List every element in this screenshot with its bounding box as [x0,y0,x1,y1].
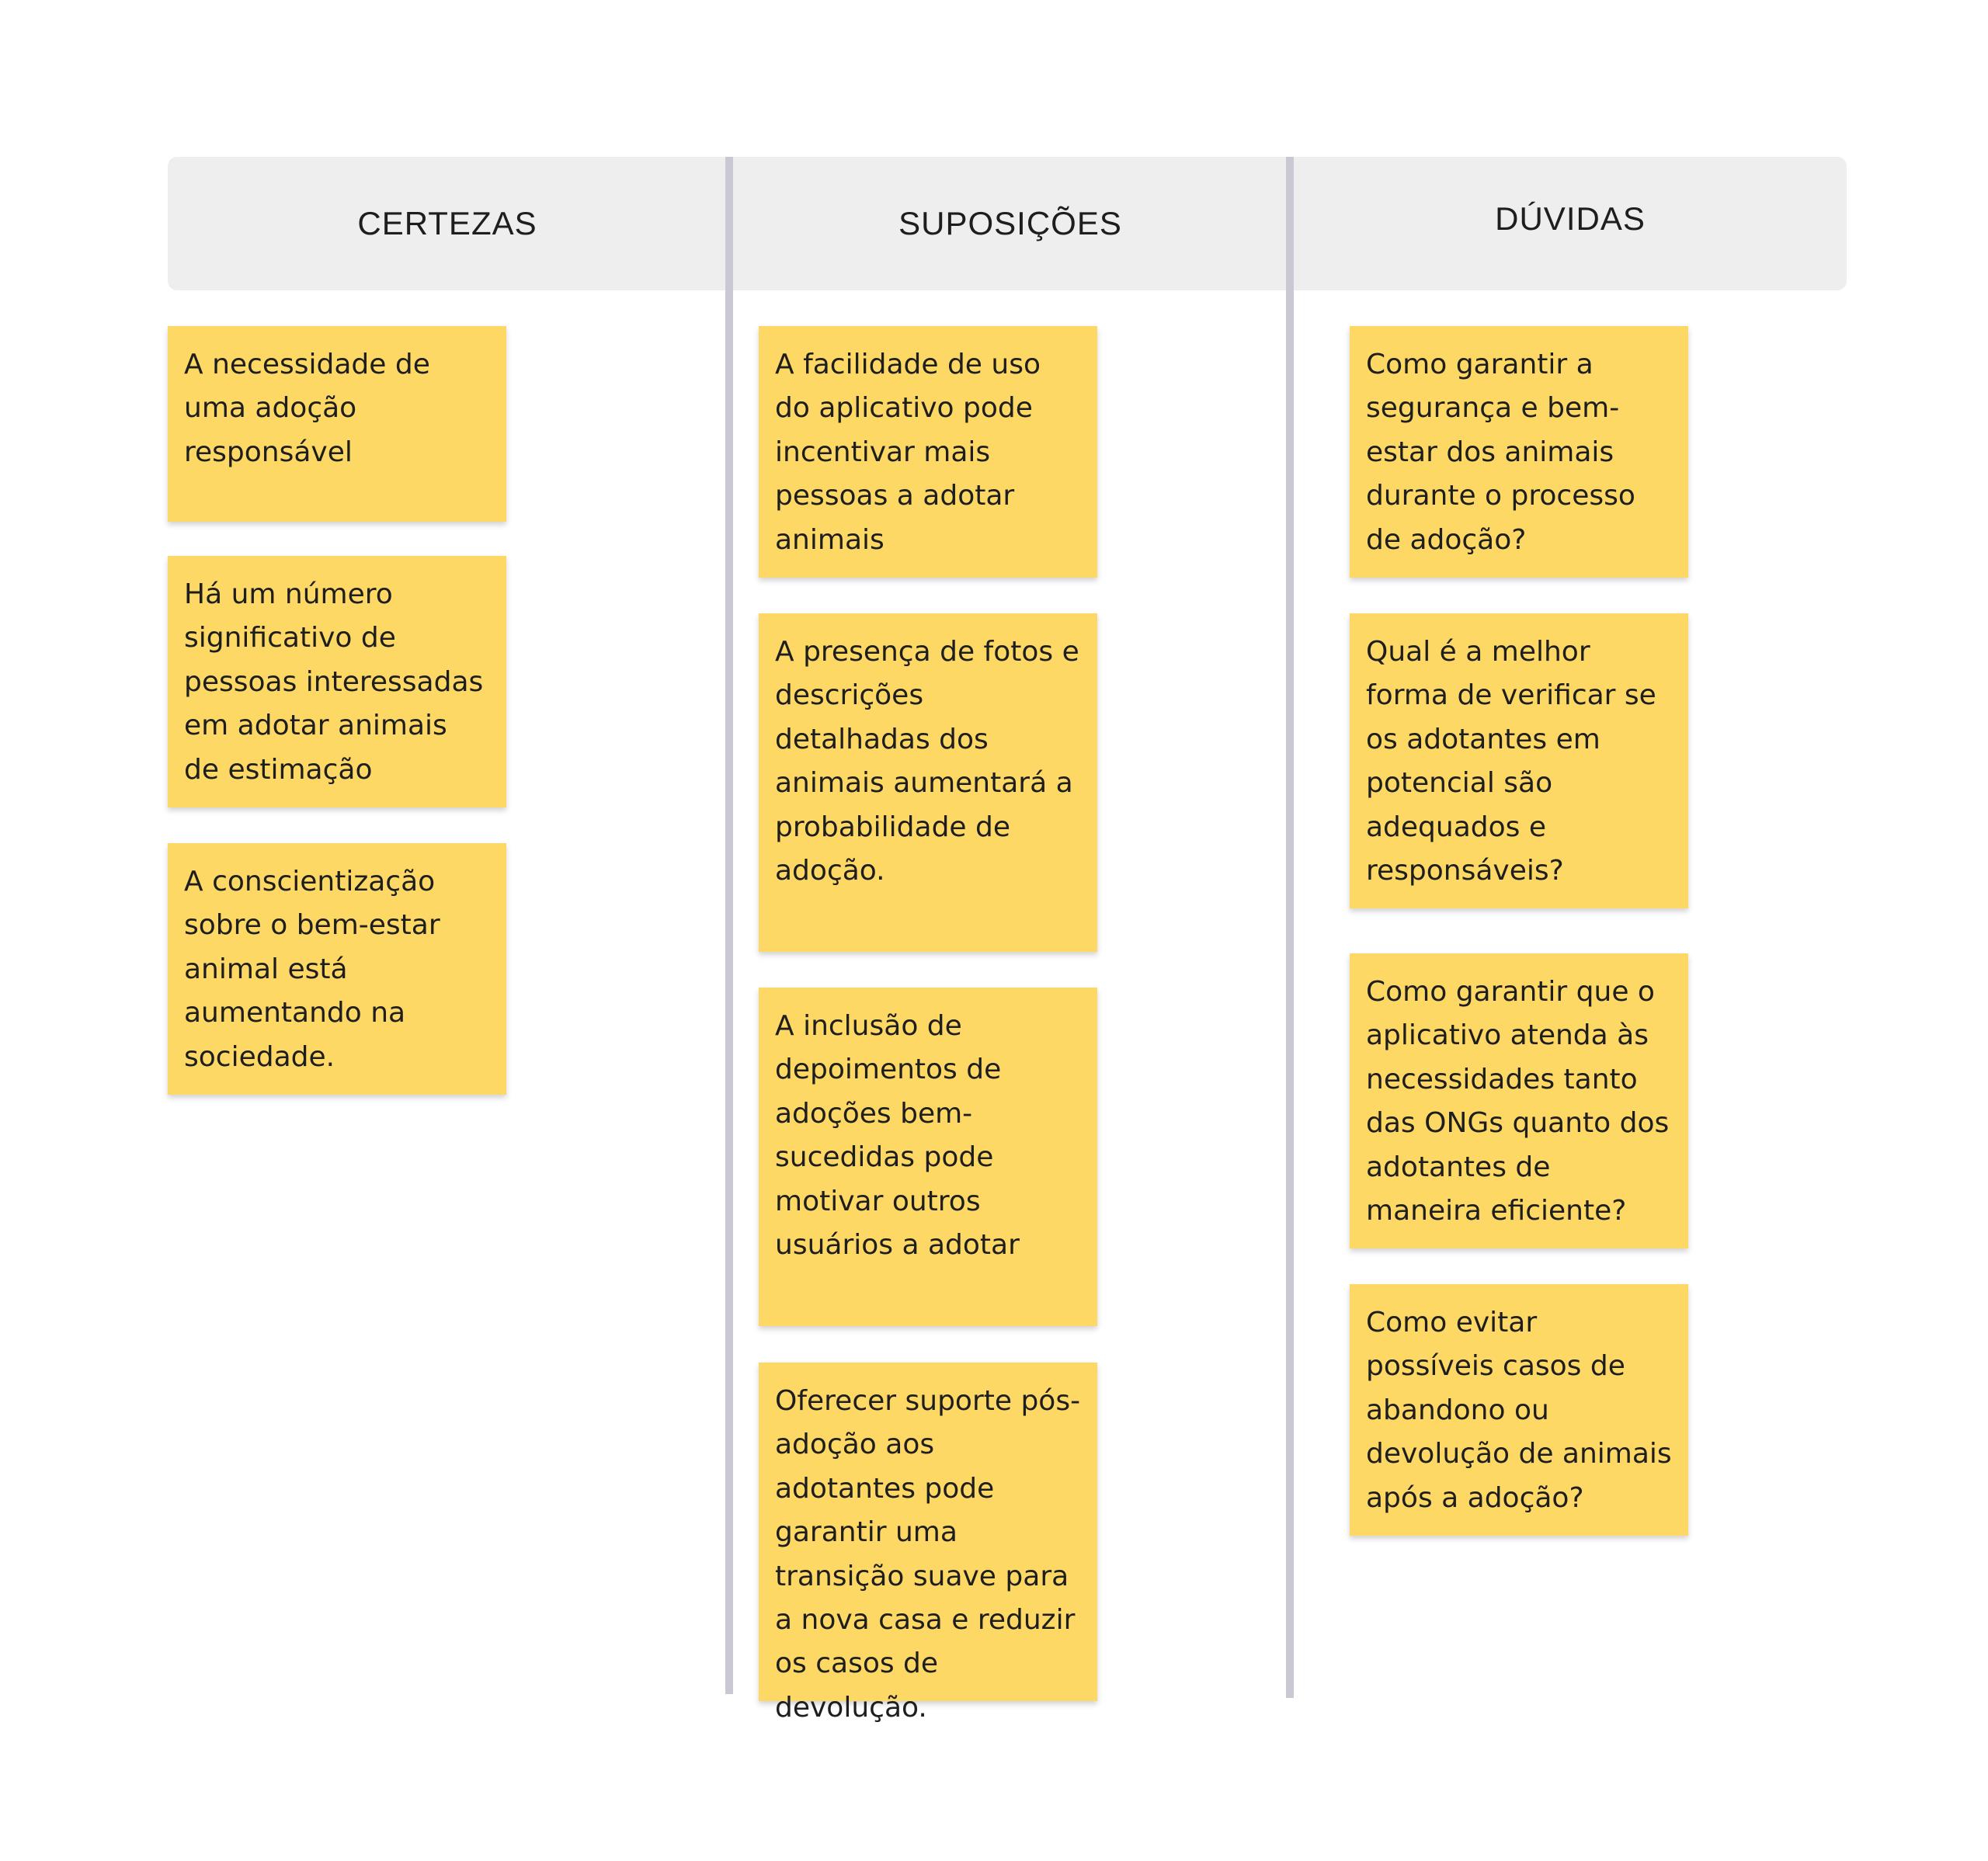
sticky-note[interactable]: Como garantir a segurança e bem-estar do… [1350,326,1688,578]
column-title-certezas: CERTEZAS [357,205,537,241]
sticky-note[interactable]: Há um número significativo de pessoas in… [168,556,506,807]
header-bar [168,157,1847,290]
column-divider-2 [1286,157,1294,1698]
sticky-note[interactable]: A necessidade de uma adoção responsável [168,326,506,522]
sticky-note[interactable]: A conscientização sobre o bem-estar anim… [168,843,506,1095]
sticky-note[interactable]: Como evitar possíveis casos de abandono … [1350,1284,1688,1536]
column-divider-1 [725,157,733,1694]
sticky-note[interactable]: A facilidade de uso do aplicativo pode i… [759,326,1097,578]
sticky-note[interactable]: A inclusão de depoimentos de adoções bem… [759,988,1097,1326]
column-title-duvidas: DÚVIDAS [1495,200,1646,237]
sticky-note[interactable]: A presença de fotos e descrições detalha… [759,613,1097,952]
sticky-note[interactable]: Oferecer suporte pós-adoção aos adotante… [759,1363,1097,1724]
sticky-note[interactable]: Como garantir que o aplicativo atenda às… [1350,953,1688,1248]
sticky-note[interactable]: Qual é a melhor forma de verificar se os… [1350,613,1688,908]
column-title-suposicoes: SUPOSIÇÕES [898,205,1122,241]
